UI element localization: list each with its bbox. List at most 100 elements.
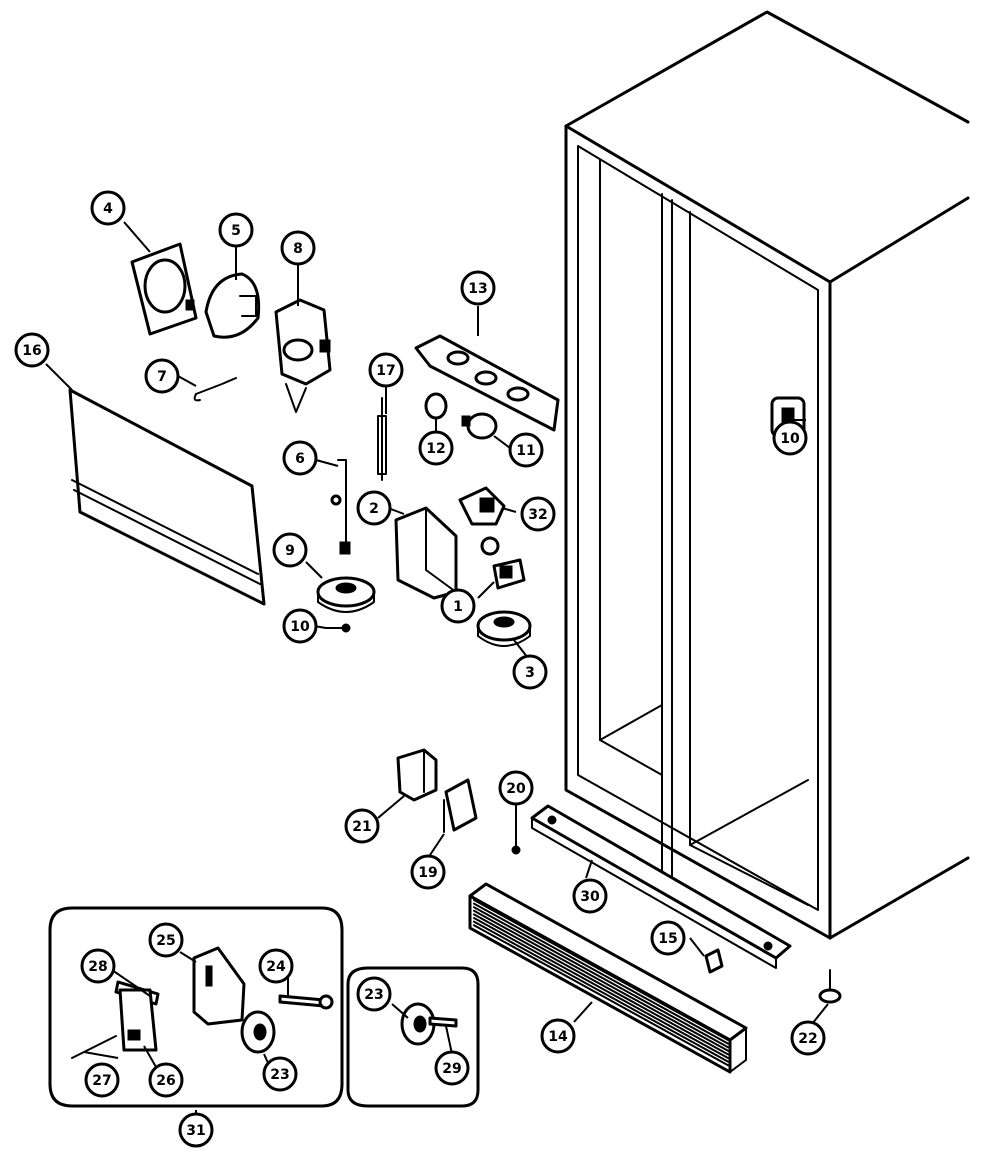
grille-slat <box>473 917 729 1059</box>
leader-lines <box>45 221 829 1126</box>
callout-number: 29 <box>442 1061 461 1077</box>
callout-circle <box>418 430 454 466</box>
callout-circle <box>272 532 308 568</box>
callout-c1: 1 <box>440 588 476 624</box>
callout-circle <box>498 770 534 806</box>
callout-circle <box>520 496 556 532</box>
callout-number: 11 <box>516 443 535 459</box>
callout-number: 24 <box>266 959 286 975</box>
duct-part <box>396 748 438 802</box>
callout-c16: 16 <box>14 332 50 368</box>
callout-circle <box>282 608 318 644</box>
control-knob-part <box>458 486 506 526</box>
callout-number: 30 <box>580 889 600 905</box>
callout-number: 25 <box>156 933 175 949</box>
callout-circle <box>80 948 116 984</box>
sensor-wire-part <box>330 459 351 555</box>
callout-c30: 30 <box>572 878 608 914</box>
callout-c20: 20 <box>498 770 534 806</box>
callout-c12: 12 <box>418 430 454 466</box>
callout-number: 14 <box>548 1029 568 1045</box>
callout-c27: 27 <box>84 1062 120 1098</box>
screw-part-20 <box>511 805 521 855</box>
callout-number: 26 <box>156 1073 175 1089</box>
callout-c2: 2 <box>356 490 392 526</box>
control-housing-part <box>394 506 458 600</box>
callout-number: 4 <box>103 201 113 217</box>
clip-part-19 <box>443 778 478 833</box>
callout-number: 2 <box>369 501 379 517</box>
callout-c28: 28 <box>80 948 116 984</box>
callout-circle <box>368 352 404 388</box>
callout-c8: 8 <box>280 230 316 266</box>
bottom-rail-part <box>530 804 792 969</box>
evaporator-cover-panel <box>68 388 266 606</box>
callout-circle <box>508 432 544 468</box>
callout-circle <box>572 878 608 914</box>
callout-circle <box>790 1020 826 1056</box>
callout-c21: 21 <box>344 808 380 844</box>
callout-number: 21 <box>352 819 371 835</box>
callout-c13: 13 <box>460 270 496 306</box>
clip-part <box>193 377 237 402</box>
callout-c6: 6 <box>282 440 318 476</box>
callout-circle <box>440 588 476 624</box>
callout-number: 6 <box>295 451 305 467</box>
callout-number: 13 <box>468 281 487 297</box>
thermostat-rod-part <box>377 397 387 481</box>
callout-number: 17 <box>376 363 395 379</box>
callout-circle <box>650 920 686 956</box>
callout-circle <box>262 1056 298 1092</box>
grille-slat <box>473 920 729 1063</box>
callout-c3: 3 <box>512 654 548 690</box>
callout-c23a: 23 <box>356 976 392 1012</box>
damper-part <box>316 576 376 613</box>
callout-number: 27 <box>92 1073 111 1089</box>
callout-c31: 31 <box>178 1112 214 1148</box>
wheel-assembly-box <box>346 966 480 1108</box>
light-bracket-part <box>414 334 560 432</box>
callout-circle <box>14 332 50 368</box>
refrigerator-cabinet <box>564 10 970 940</box>
callout-number: 16 <box>22 343 41 359</box>
callout-c5: 5 <box>218 212 254 248</box>
callout-c17: 17 <box>368 352 404 388</box>
callout-c32: 32 <box>520 496 556 532</box>
light-bulb-part <box>461 412 498 440</box>
grille-slat <box>473 909 729 1052</box>
callout-c10a: 10 <box>282 608 318 644</box>
screw-part-left <box>325 623 351 633</box>
base-grille-part <box>468 882 748 1074</box>
callout-circle <box>356 976 392 1012</box>
callout-circle <box>410 854 446 890</box>
callout-number: 19 <box>418 865 437 881</box>
callout-circle <box>356 490 392 526</box>
callout-number: 22 <box>798 1031 817 1047</box>
callout-c19: 19 <box>410 854 446 890</box>
fan-bracket-part <box>130 242 198 336</box>
callout-number: 28 <box>88 959 107 975</box>
callout-number: 20 <box>506 781 526 797</box>
callout-c9: 9 <box>272 532 308 568</box>
callout-number: 23 <box>364 987 383 1003</box>
callout-number: 7 <box>157 369 167 385</box>
grille-slat <box>473 906 729 1049</box>
callout-circle <box>218 212 254 248</box>
callout-c26: 26 <box>148 1062 184 1098</box>
callout-circle <box>178 1112 214 1148</box>
callout-c7: 7 <box>144 358 180 394</box>
callout-number: 3 <box>525 665 535 681</box>
callout-c15: 15 <box>650 920 686 956</box>
callout-c4: 4 <box>90 190 126 226</box>
callout-circle <box>90 190 126 226</box>
callout-number: 5 <box>231 223 241 239</box>
callout-number: 31 <box>186 1123 205 1139</box>
callout-number: 1 <box>453 599 463 615</box>
callout-c29: 29 <box>434 1050 470 1086</box>
callout-number: 10 <box>780 431 800 447</box>
grille-slat <box>473 913 729 1056</box>
roller-assembly-box <box>48 906 344 1108</box>
callout-circle <box>144 358 180 394</box>
thermostat-part <box>480 536 526 590</box>
